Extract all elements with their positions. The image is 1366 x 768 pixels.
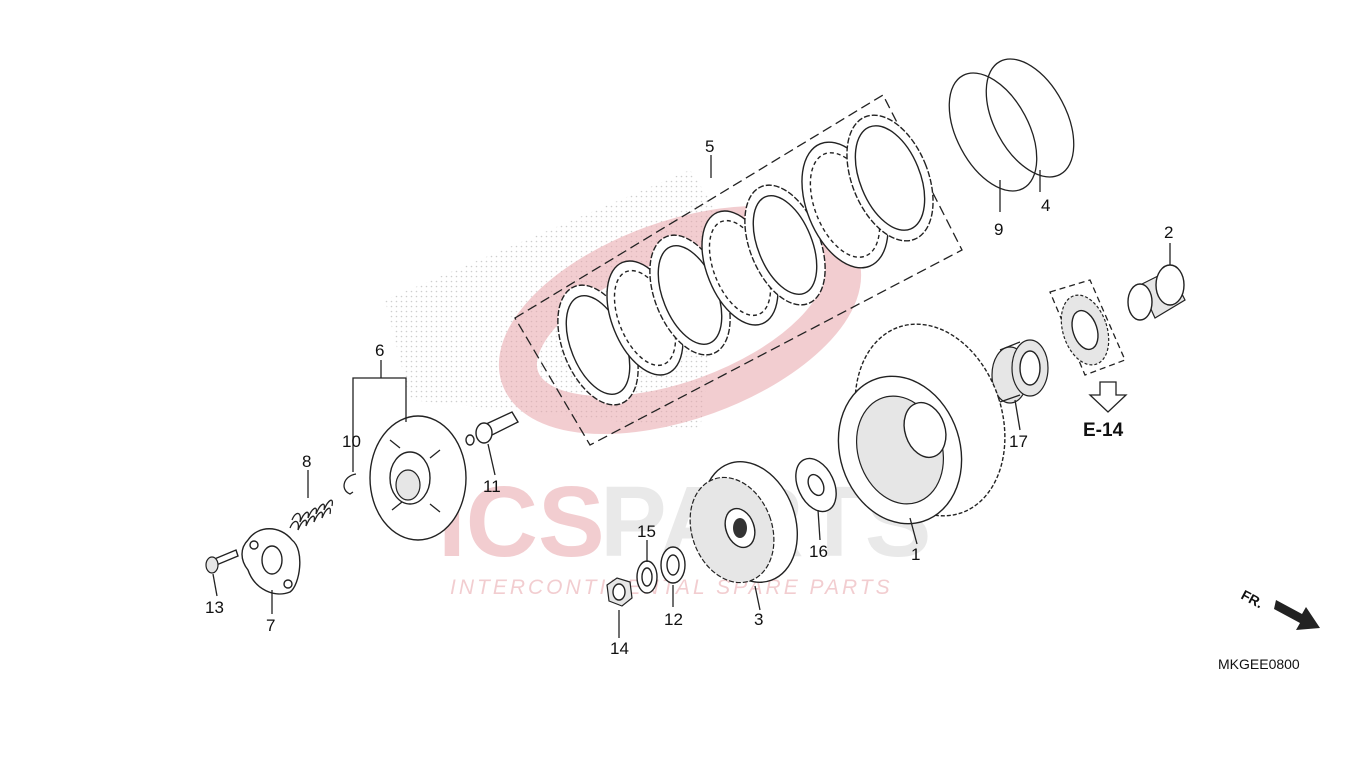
- diagram-code: MKGEE0800: [1218, 656, 1300, 672]
- callout-1: 1: [911, 545, 920, 564]
- callout-6: 6: [375, 341, 384, 360]
- pressure-plate: [369, 415, 467, 541]
- callout-3: 3: [754, 610, 763, 629]
- callout-14: 14: [610, 639, 629, 658]
- spring-washer: [636, 560, 658, 594]
- callout-7: 7: [266, 616, 275, 635]
- thrust-washer: [795, 457, 837, 513]
- callout-12: 12: [664, 610, 683, 629]
- clutch-center: [689, 461, 799, 584]
- wire-rings: [948, 58, 1075, 192]
- circlip: [343, 473, 357, 495]
- clutch-plate-stack: [557, 114, 934, 406]
- front-label: FR.: [1239, 587, 1266, 612]
- lifter-plate: [241, 528, 301, 595]
- flange-bolt: [205, 549, 239, 574]
- lock-nut: [606, 577, 633, 607]
- callout-17: 17: [1009, 432, 1028, 451]
- callout-13: 13: [205, 598, 224, 617]
- lifter-rod: [465, 411, 519, 446]
- callout-9: 9: [994, 220, 1003, 239]
- callout-4: 4: [1041, 196, 1050, 215]
- needle-bearing: [991, 339, 1049, 404]
- watermark-emblem: [498, 205, 862, 435]
- callout-11: 11: [483, 477, 501, 496]
- lock-washer: [660, 546, 686, 584]
- callout-10: 10: [342, 432, 361, 451]
- clutch-collar: [1127, 264, 1186, 321]
- clutch-outer: [837, 323, 1006, 525]
- watermark-tagline: INTERCONTINENTAL SPARE PARTS: [450, 576, 893, 599]
- clutch-disc-set-box: [514, 94, 963, 446]
- front-direction-indicator: FR.: [1239, 587, 1320, 630]
- watermark: ICS PARTS INTERCONTINENTAL SPARE PARTS: [438, 205, 932, 599]
- callout-8: 8: [302, 452, 311, 471]
- leader-lines: [212, 155, 1171, 638]
- callout-15: 15: [637, 522, 656, 541]
- clutch-spring: [289, 499, 334, 531]
- reference-arrow-icon: [1088, 381, 1128, 413]
- callout-2: 2: [1164, 223, 1173, 242]
- callout-16: 16: [809, 542, 828, 561]
- front-arrow-icon: [1274, 600, 1320, 630]
- reference-label: E-14: [1083, 420, 1124, 441]
- callout-5: 5: [705, 137, 714, 156]
